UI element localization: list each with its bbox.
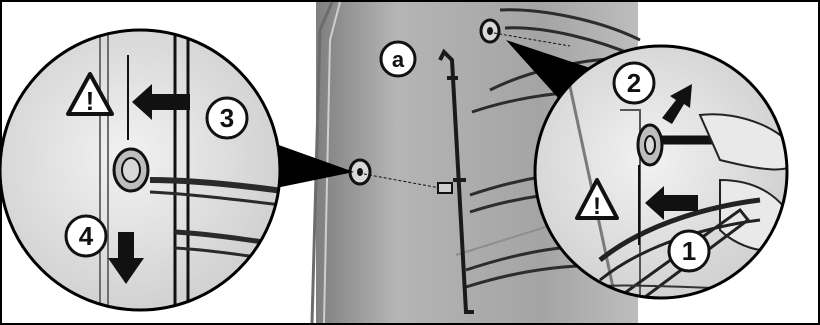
callout-2: 2: [627, 68, 641, 98]
callout-1-badge: 1: [669, 231, 709, 271]
callout-4-badge: 4: [66, 216, 106, 256]
callout-3-badge: 3: [207, 98, 247, 138]
callout-4: 4: [79, 221, 94, 251]
warning-symbol-left: !: [86, 86, 95, 116]
callout-1: 1: [682, 236, 696, 266]
callout-3: 3: [220, 103, 234, 133]
callout-2-badge: 2: [614, 63, 654, 103]
label-a: a: [392, 47, 405, 72]
warning-symbol-right: !: [593, 193, 601, 220]
release-button: [114, 149, 148, 191]
label-a-badge: a: [381, 42, 415, 76]
release-button-right: [638, 125, 662, 165]
